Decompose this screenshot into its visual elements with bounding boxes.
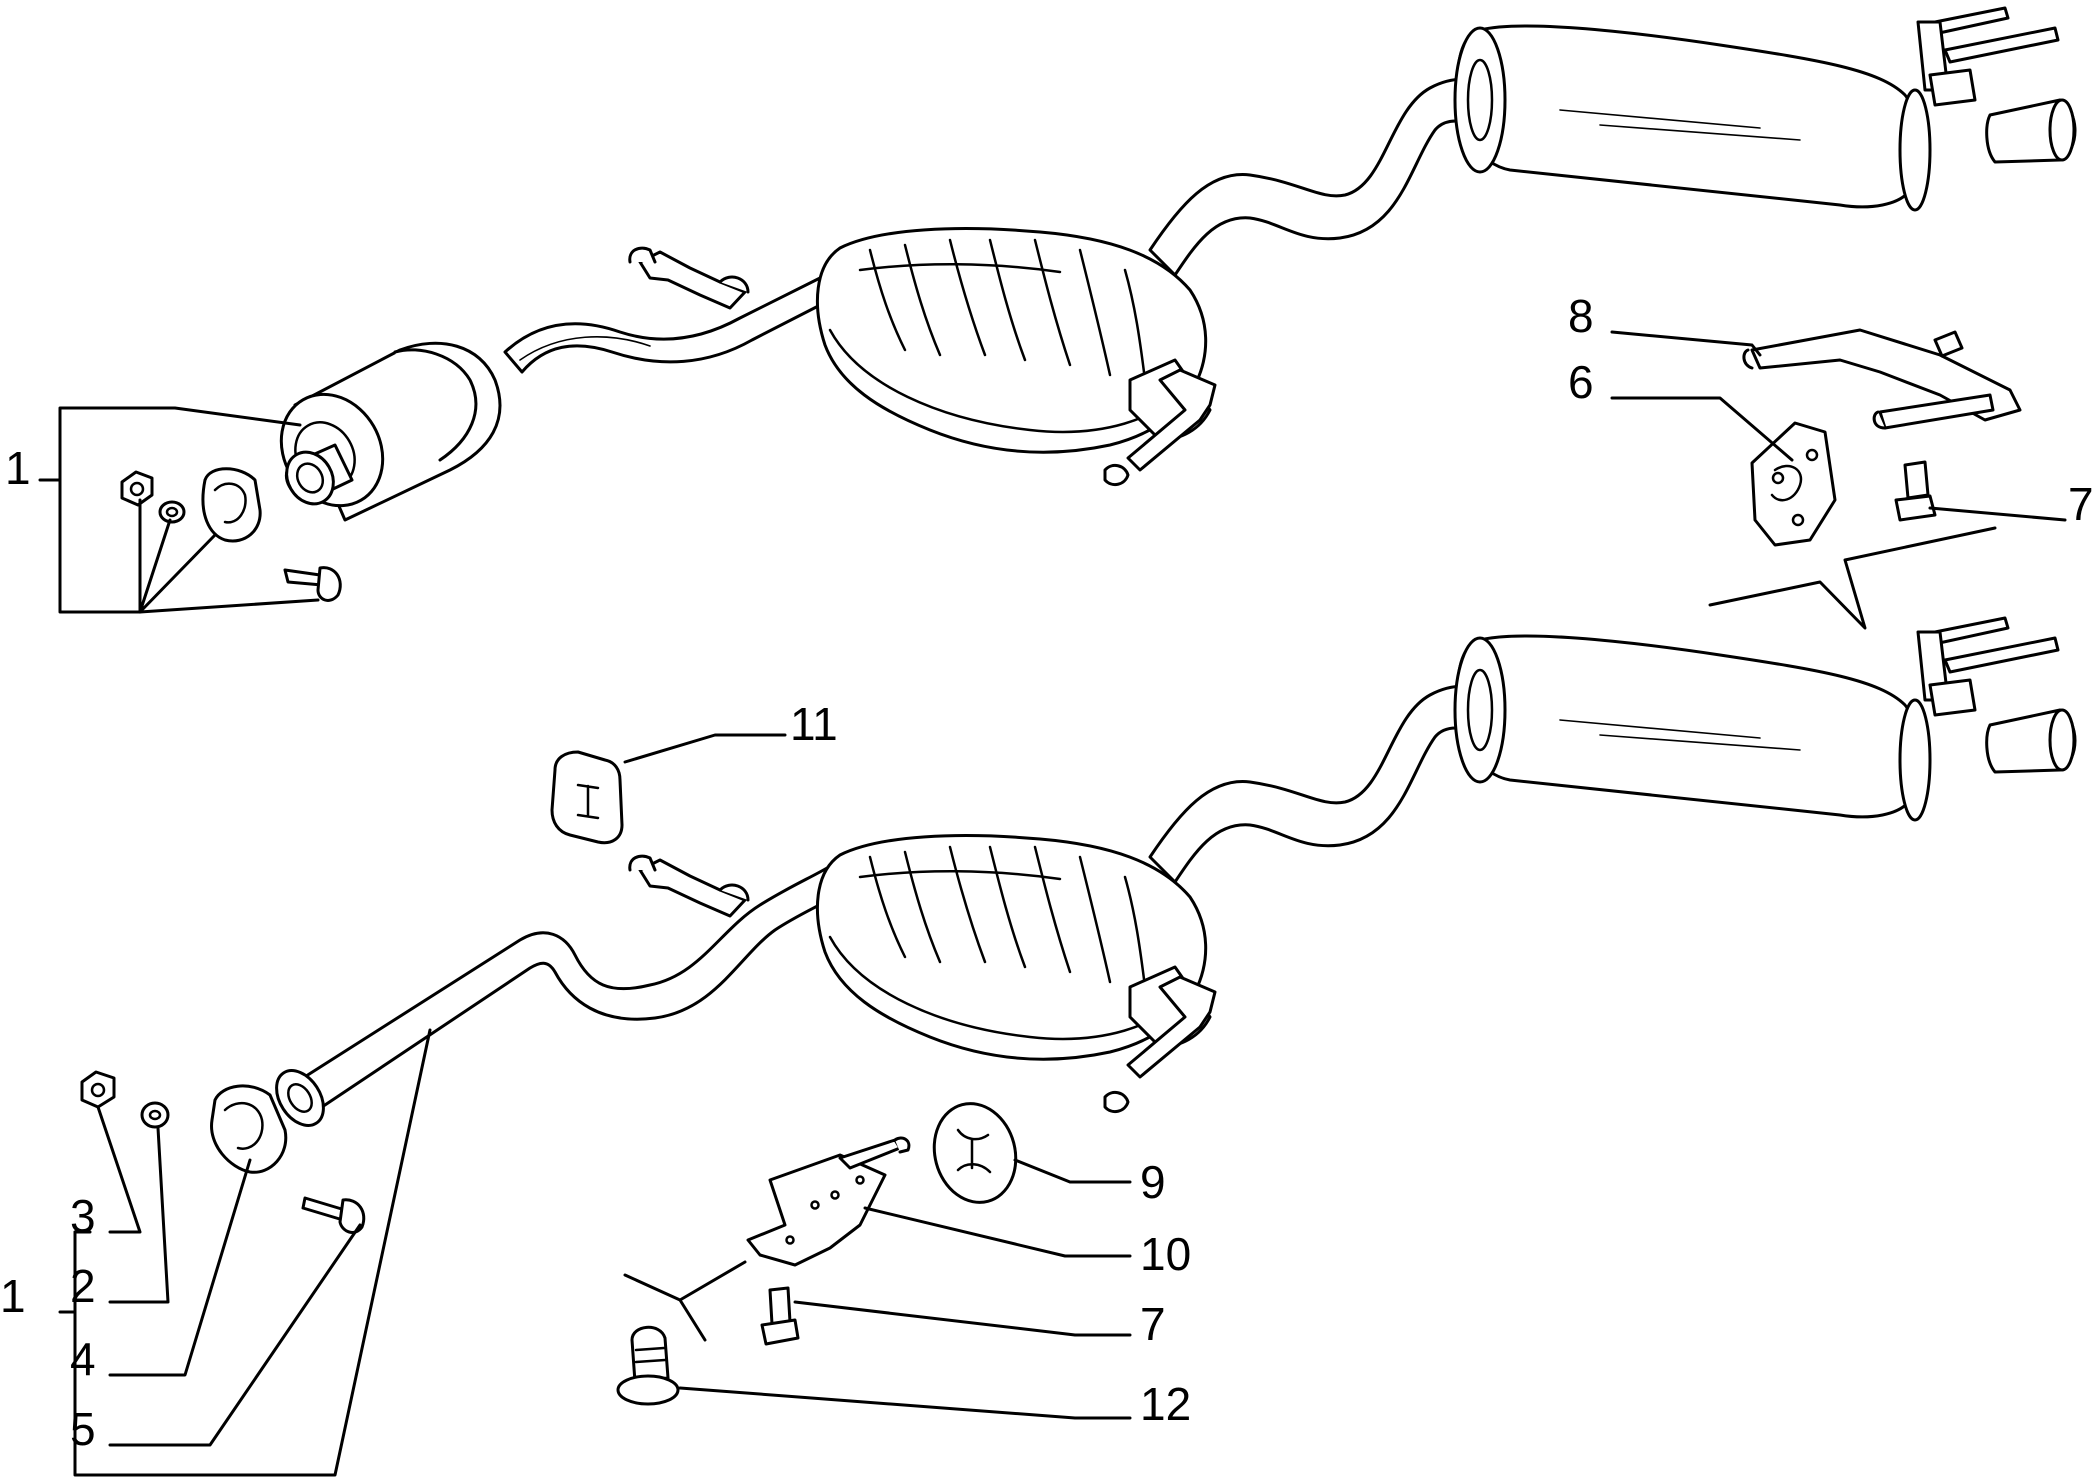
upper-rear-pipe — [1148, 77, 1502, 277]
lower-hanger-bracket — [628, 854, 750, 918]
part-12-threaded-sleeve — [616, 1325, 680, 1406]
leader-11 — [623, 733, 787, 764]
callout-12: 12 — [1140, 1378, 1191, 1430]
detail-break-arrow-lower — [623, 1260, 747, 1342]
kit-1-leaders-upper — [138, 498, 217, 614]
callout-6: 6 — [1568, 356, 1594, 408]
part-7-bolt-upper — [1894, 460, 1937, 522]
leader-7-upper — [1928, 506, 2067, 522]
upper-front-pipe — [503, 276, 832, 374]
part-10-bracket — [746, 1136, 911, 1267]
washer-icon — [158, 500, 186, 524]
clamp-icon — [201, 467, 262, 543]
callout-1-lower: 1 — [0, 1270, 26, 1322]
callout-7-lower: 7 — [1140, 1298, 1166, 1350]
leader-9 — [1013, 1158, 1132, 1184]
part-8-rear-hanger-bracket — [1742, 328, 2022, 430]
bolt-icon — [283, 568, 324, 587]
leader-3 — [96, 1105, 142, 1234]
upper-rear-silencer — [1453, 6, 2077, 212]
callout-labels: 1 8 6 7 11 3 2 1 4 5 9 10 7 12 — [0, 290, 2094, 1455]
leader-2 — [108, 1126, 170, 1304]
detail-break-arrow — [1708, 526, 1997, 630]
part-2-washer — [140, 1101, 170, 1129]
part-6-rubber-mount — [1750, 421, 1837, 547]
lower-exhaust-assembly — [58, 616, 2077, 1477]
kit-1-bracket-lower — [73, 1028, 432, 1477]
leader-12 — [678, 1386, 1132, 1420]
callout-5: 5 — [70, 1403, 96, 1455]
callout-4: 4 — [70, 1333, 96, 1385]
part-7-bolt-lower — [760, 1286, 800, 1346]
callout-8: 8 — [1568, 290, 1594, 342]
kit-1-bracket-upper — [38, 406, 320, 614]
leader-8 — [1610, 330, 1762, 357]
upper-hanger-bracket — [628, 246, 750, 310]
upper-central-silencer — [815, 227, 1217, 487]
upper-clamp-kit — [120, 467, 342, 602]
part-4-clamp — [210, 1084, 288, 1174]
leader-6 — [1610, 396, 1794, 462]
callout-11: 11 — [790, 698, 838, 750]
part-3-nut — [80, 1070, 116, 1109]
leader-4 — [108, 1158, 252, 1377]
upper-exhaust-assembly — [38, 6, 2077, 630]
lower-central-silencer — [815, 834, 1217, 1114]
callout-2: 2 — [70, 1260, 96, 1312]
part-11-rubber-block — [550, 750, 624, 845]
part-9-round-rubber-mount — [932, 1102, 1018, 1204]
nut-icon — [120, 470, 154, 507]
callout-3: 3 — [70, 1190, 96, 1242]
callout-10: 10 — [1140, 1228, 1191, 1280]
callout-9: 9 — [1140, 1156, 1166, 1208]
upper-front-silencer — [279, 341, 502, 522]
lower-rear-silencer — [1453, 616, 2077, 822]
leader-10 — [863, 1206, 1132, 1258]
lower-front-pipe — [275, 853, 852, 1127]
leader-7-lower — [793, 1300, 1132, 1337]
callout-7-upper: 7 — [2068, 478, 2094, 530]
callout-1-upper: 1 — [5, 442, 31, 494]
leader-5 — [108, 1223, 362, 1447]
part-5-bolt — [301, 1196, 366, 1234]
lower-rear-pipe — [1148, 684, 1502, 884]
